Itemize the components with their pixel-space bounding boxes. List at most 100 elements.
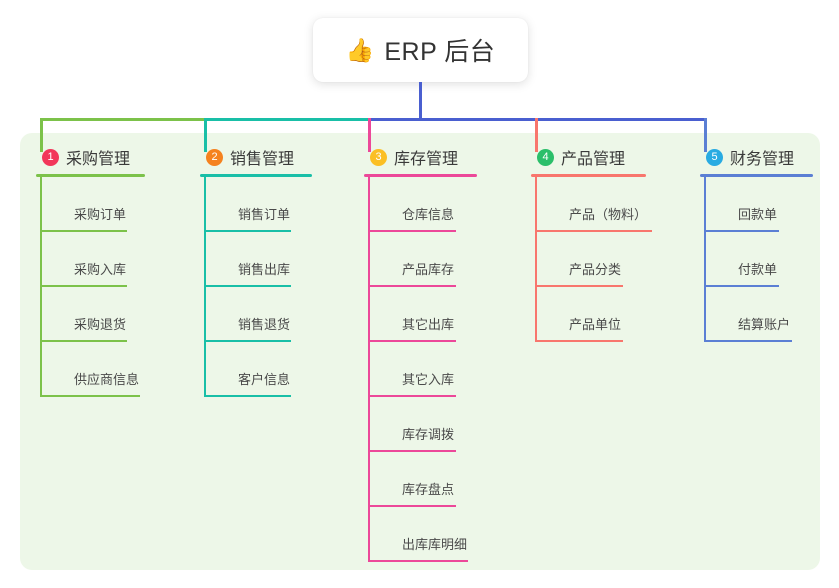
list-item[interactable]: 仓库信息 — [368, 177, 477, 232]
list-item-label: 采购入库 — [74, 262, 127, 277]
list-item[interactable]: 产品单位 — [535, 287, 646, 342]
list-item-rule — [40, 285, 127, 287]
column-number-badge: 3 — [370, 148, 387, 166]
column-header-rule — [36, 174, 145, 177]
column-spine — [204, 177, 206, 397]
list-item[interactable]: 库存盘点 — [368, 452, 477, 507]
root-node-card[interactable]: 👍 ERP 后台 — [313, 18, 528, 82]
list-item[interactable]: 产品（物料） — [535, 177, 652, 232]
column-header-rule — [364, 174, 477, 177]
list-item-label: 库存盘点 — [402, 482, 455, 497]
list-item-label: 出库库明细 — [402, 537, 468, 552]
column-items: 销售订单销售出库销售退货客户信息 — [200, 177, 312, 397]
list-item-rule — [535, 285, 623, 287]
list-item-rule — [535, 340, 623, 342]
branch-column-4: 4 产品管理产品（物料） 产品分类产品单位 — [531, 146, 652, 342]
list-item-label: 采购退货 — [74, 317, 127, 332]
connector-drop-2 — [204, 118, 207, 152]
column-number-badge: 5 — [706, 148, 723, 166]
list-item-rule — [204, 340, 291, 342]
list-item-label: 其它出库 — [402, 317, 455, 332]
list-item-rule — [40, 395, 140, 397]
list-item[interactable]: 库存调拨 — [368, 397, 477, 452]
list-item[interactable]: 回款单 — [704, 177, 813, 232]
list-item-rule — [204, 285, 291, 287]
list-item-rule — [368, 285, 456, 287]
list-item[interactable]: 产品分类 — [535, 232, 646, 287]
list-item[interactable]: 客户信息 — [204, 342, 312, 397]
column-header-5[interactable]: 5 财务管理 — [700, 146, 813, 168]
list-item-label: 库存调拨 — [402, 427, 455, 442]
list-item-label: 回款单 — [738, 207, 778, 222]
list-item-rule — [368, 230, 456, 232]
connector-root-stem — [419, 82, 422, 118]
list-item-label: 销售出库 — [238, 262, 291, 277]
column-number-badge: 1 — [42, 148, 59, 166]
column-header-rule — [200, 174, 312, 177]
list-item-label: 产品（物料） — [569, 207, 648, 222]
list-item[interactable]: 出库库明细 — [368, 507, 477, 562]
column-number-badge: 4 — [537, 148, 554, 166]
connector-drop-3 — [368, 118, 371, 152]
branch-column-3: 3 库存管理仓库信息产品库存其它出库其它入库库存调拨库存盘点出库库明细 — [364, 146, 477, 562]
column-spine — [704, 177, 706, 342]
list-item-label: 结算账户 — [738, 317, 791, 332]
list-item-rule — [368, 340, 456, 342]
list-item[interactable]: 付款单 — [704, 232, 813, 287]
column-items: 产品（物料） 产品分类产品单位 — [531, 177, 652, 342]
list-item[interactable]: 销售退货 — [204, 287, 312, 342]
list-item-rule — [368, 450, 456, 452]
connector-drop-5 — [704, 118, 707, 152]
root-node-content: 👍 ERP 后台 — [346, 32, 496, 68]
list-item[interactable]: 采购退货 — [40, 287, 145, 342]
list-item-label: 销售退货 — [238, 317, 291, 332]
list-item[interactable]: 结算账户 — [704, 287, 813, 342]
list-item-rule — [40, 230, 127, 232]
column-header-3[interactable]: 3 库存管理 — [364, 146, 477, 168]
connector-bus-segment-4 — [535, 118, 707, 121]
list-item-rule — [368, 395, 456, 397]
column-items: 采购订单采购入库采购退货供应商信息 — [36, 177, 145, 397]
connector-bus-segment-2 — [204, 118, 371, 121]
column-title: 库存管理 — [394, 151, 459, 168]
list-item[interactable]: 其它入库 — [368, 342, 477, 397]
branch-column-5: 5 财务管理回款单付款单结算账户 — [700, 146, 813, 342]
connector-bus-segment-1 — [40, 118, 207, 121]
list-item-label: 产品单位 — [569, 317, 622, 332]
list-item-rule — [368, 505, 456, 507]
root-node-title: ERP 后台 — [384, 38, 496, 66]
column-items: 回款单付款单结算账户 — [700, 177, 813, 342]
list-item-label: 其它入库 — [402, 372, 455, 387]
column-header-4[interactable]: 4 产品管理 — [531, 146, 646, 168]
list-item[interactable]: 销售订单 — [204, 177, 312, 232]
list-item[interactable]: 采购入库 — [40, 232, 145, 287]
thumbs-up-icon: 👍 — [345, 36, 375, 63]
connector-bus-segment-3 — [368, 118, 538, 121]
column-title: 销售管理 — [230, 151, 295, 168]
list-item-label: 供应商信息 — [74, 372, 140, 387]
list-item[interactable]: 采购订单 — [40, 177, 145, 232]
list-item-label: 采购订单 — [74, 207, 127, 222]
column-spine — [535, 177, 537, 342]
list-item-rule — [368, 560, 468, 562]
column-header-rule — [700, 174, 813, 177]
diagram-background-panel — [20, 133, 820, 570]
column-title: 产品管理 — [561, 151, 626, 168]
list-item-rule — [704, 340, 792, 342]
column-title: 财务管理 — [730, 151, 795, 168]
list-item-label: 产品库存 — [402, 262, 455, 277]
column-items: 仓库信息产品库存其它出库其它入库库存调拨库存盘点出库库明细 — [364, 177, 477, 562]
column-spine — [40, 177, 42, 397]
list-item[interactable]: 其它出库 — [368, 287, 477, 342]
connector-drop-1 — [40, 118, 43, 152]
column-header-2[interactable]: 2 销售管理 — [200, 146, 312, 168]
list-item[interactable]: 产品库存 — [368, 232, 477, 287]
list-item-rule — [704, 230, 779, 232]
list-item[interactable]: 销售出库 — [204, 232, 312, 287]
list-item[interactable]: 供应商信息 — [40, 342, 145, 397]
column-number-badge: 2 — [206, 148, 223, 166]
list-item-rule — [204, 230, 291, 232]
list-item-label: 客户信息 — [238, 372, 291, 387]
list-item-rule — [204, 395, 291, 397]
